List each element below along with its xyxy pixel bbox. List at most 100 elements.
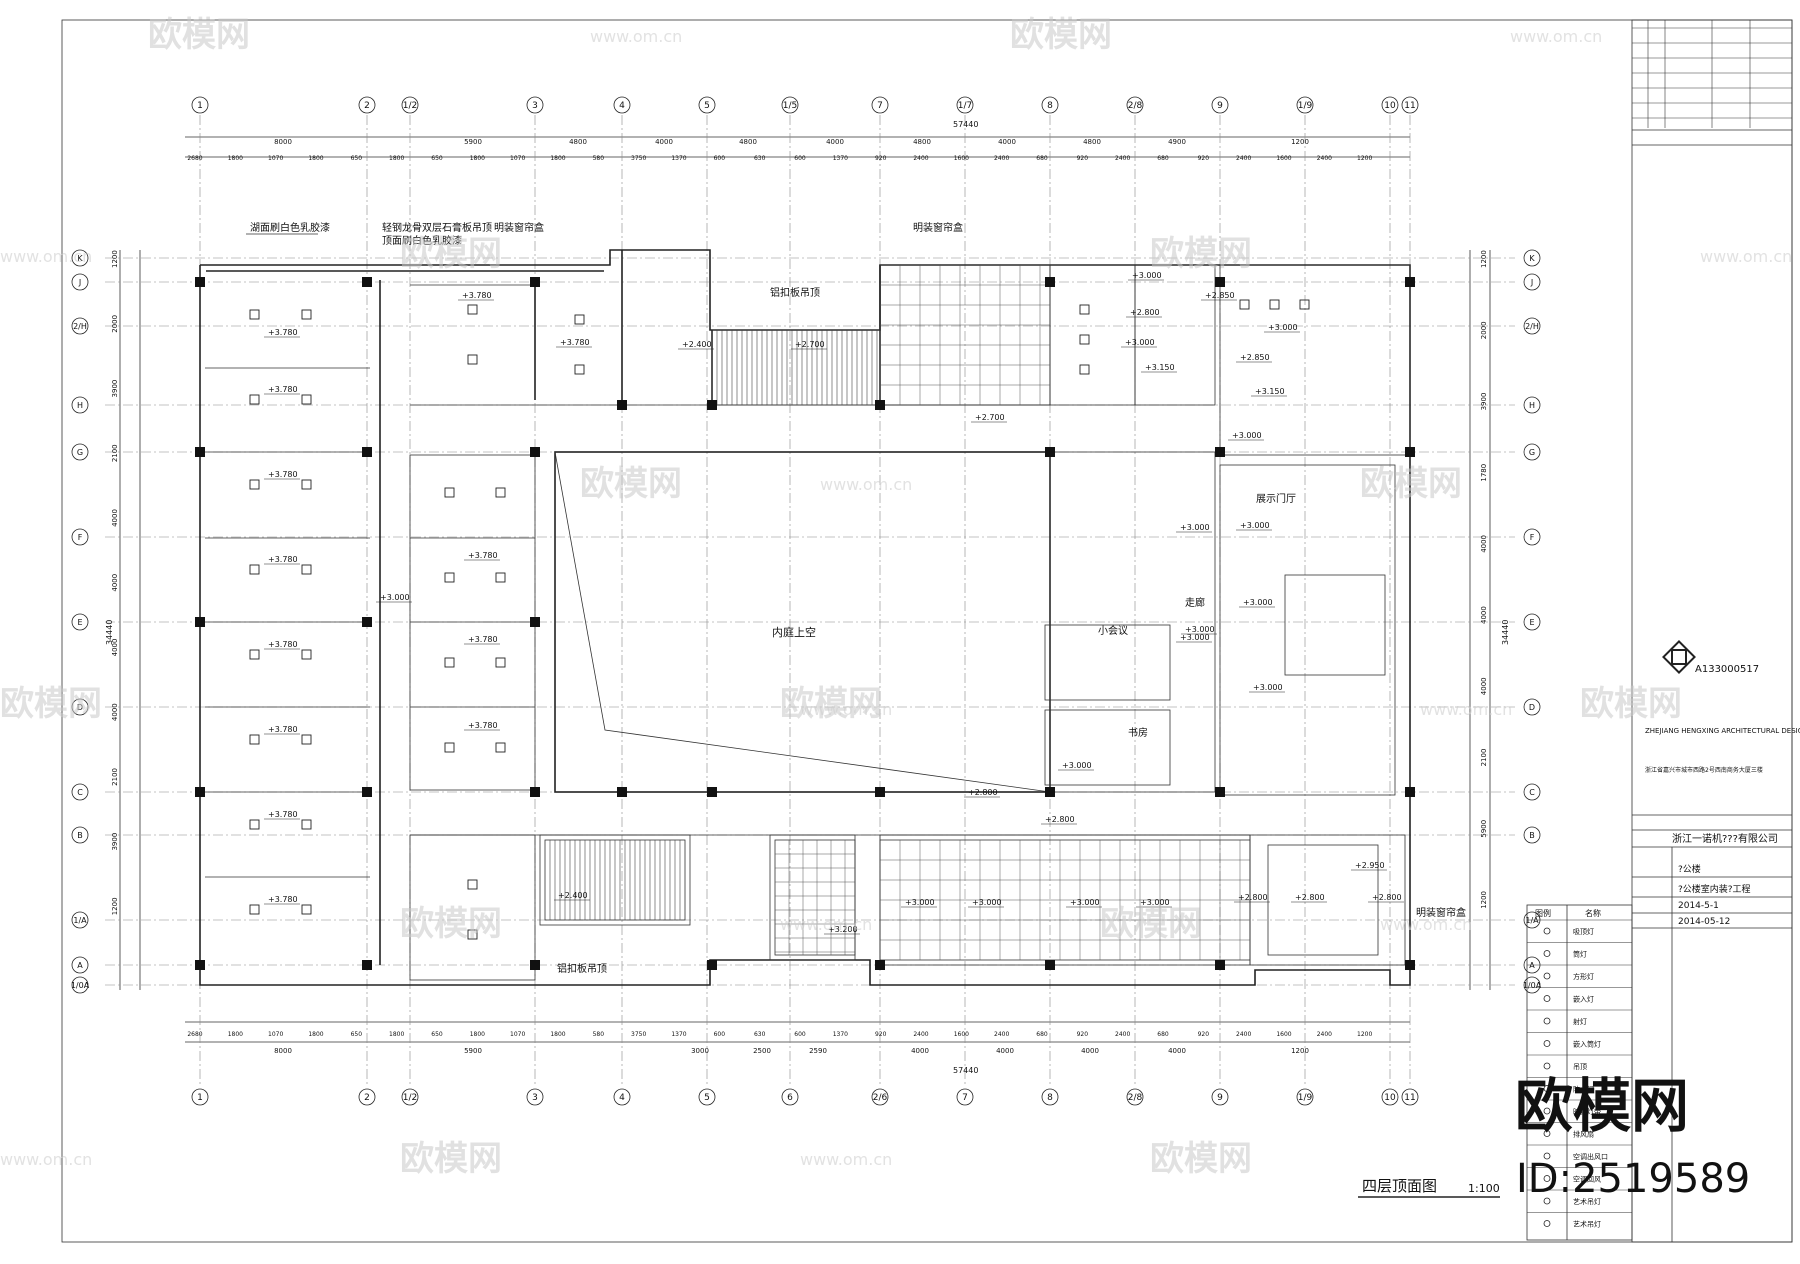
cert-number: A133000517 <box>1695 664 1759 675</box>
hatch-area <box>711 329 881 406</box>
dim-bottom-minor: 1070 <box>510 1031 525 1038</box>
legend-symbol <box>1543 1107 1551 1115</box>
dim-bottom-minor: 3750 <box>631 1031 646 1038</box>
downlight <box>574 364 585 375</box>
legend-item-label: 空调回风 <box>1573 1175 1601 1184</box>
dim-bottom-minor: 1800 <box>389 1031 404 1038</box>
row-label: 1/0A <box>1523 981 1542 990</box>
dim-top-minor: 1070 <box>268 155 283 162</box>
legend-symbol <box>1543 1197 1551 1205</box>
downlight <box>249 734 260 745</box>
column-bubble <box>1296 96 1314 114</box>
dim-top-major: 8000 <box>274 138 292 146</box>
legend-item-label: 暗藏灯带 <box>1573 1107 1601 1116</box>
dim-top-minor: 650 <box>431 155 443 162</box>
structural-column <box>530 787 540 797</box>
row-bubble <box>1523 249 1541 267</box>
legend-symbol <box>1543 1130 1551 1137</box>
downlight <box>249 649 260 660</box>
watermark-url: www.om.cn <box>800 700 892 719</box>
column-bubble <box>358 1088 376 1106</box>
downlight <box>467 879 478 890</box>
dim-top-minor: 1800 <box>228 155 243 162</box>
watermark-url: www.om.cn <box>1510 27 1602 46</box>
dim-top-minor: 1370 <box>833 155 848 162</box>
hatch-area <box>879 264 1051 406</box>
row-bubble <box>71 956 89 974</box>
dim-bottom-minor: 2680 <box>187 1031 202 1038</box>
watermark-text: 欧模网 <box>1360 464 1462 504</box>
legend-item-label: 艺术吊灯 <box>1573 1197 1601 1206</box>
dim-left: 2000 <box>111 315 119 333</box>
column-label: 10 <box>1384 1093 1396 1103</box>
watermark-id: ID:2519589 <box>1516 1156 1750 1202</box>
dim-bottom-major: 8000 <box>274 1047 292 1055</box>
dim-right: 4000 <box>1480 606 1488 624</box>
row-label: 1/0A <box>71 981 90 990</box>
elevation-label: +3.000 <box>1243 598 1273 607</box>
dim-bottom-minor: 1070 <box>268 1031 283 1038</box>
dim-top-minor: 920 <box>875 155 887 162</box>
annot-exhibition-hall: 展示门厅 <box>1256 492 1296 505</box>
downlight <box>467 354 478 365</box>
structural-column <box>1045 277 1055 287</box>
watermark-url: www.om.cn <box>0 247 92 266</box>
elevation-label: +2.800 <box>1130 308 1160 317</box>
watermarks: 欧模网欧模网欧模网欧模网欧模网欧模网欧模网欧模网欧模网欧模网欧模网欧模网欧模网w… <box>0 15 1792 1179</box>
annot-gypsum-double: 轻钢龙骨双层石膏板吊顶 <box>382 221 492 234</box>
downlight <box>1079 364 1090 375</box>
dim-top-minor: 920 <box>1077 155 1089 162</box>
annot-ceiling-paint: 湖面刷白色乳胶漆 <box>250 221 330 234</box>
downlight <box>444 572 455 583</box>
row-label: C <box>1529 788 1535 797</box>
column-bubble <box>1381 1088 1399 1106</box>
elevation-label: +2.700 <box>795 340 825 349</box>
elevation-label: +2.950 <box>1355 861 1385 870</box>
row-label: A <box>77 961 83 970</box>
annot-aluminum-ceiling-2: 铝扣板吊顶 <box>557 962 607 975</box>
total-height-dim-right: 34440 <box>1501 620 1510 645</box>
row-bubble <box>1523 396 1541 414</box>
watermark-url: www.om.cn <box>1380 915 1472 934</box>
legend-item-label: 吸顶灯 <box>1573 927 1594 936</box>
structural-column <box>617 787 627 797</box>
dim-top-minor: 630 <box>754 155 766 162</box>
structural-column <box>1405 277 1415 287</box>
downlight <box>444 742 455 753</box>
watermark-url: www.om.cn <box>780 915 872 934</box>
elevation-label: +3.780 <box>462 291 492 300</box>
annot-gypsum-paint: 顶面刷白色乳胶漆 <box>382 234 462 247</box>
dim-top-major: 4900 <box>1168 138 1186 146</box>
row-bubble <box>1523 698 1541 716</box>
legend-item-label: 嵌入筒灯 <box>1573 1040 1601 1049</box>
dim-top-minor: 920 <box>1198 155 1210 162</box>
elevation-label: +3.780 <box>268 385 298 394</box>
legend-item-label: 艺术吊灯 <box>1573 1220 1601 1229</box>
dim-left: 1200 <box>111 897 119 915</box>
column-bubble <box>401 1088 419 1106</box>
downlight <box>495 572 506 583</box>
column-label: 8 <box>1047 101 1053 111</box>
dim-right: 4000 <box>1480 677 1488 695</box>
column-bubble <box>781 96 799 114</box>
elevation-marks: +3.780+3.780+3.780+3.780+3.780+3.780+3.7… <box>264 271 1404 935</box>
elevation-label: +2.850 <box>1240 353 1270 362</box>
dim-bottom-minor: 2400 <box>1317 1031 1332 1038</box>
column-bubble <box>191 1088 209 1106</box>
legend-item-label: 嵌入灯 <box>1573 995 1594 1004</box>
dim-left: 4000 <box>111 703 119 721</box>
annot-corridor: 走廊 <box>1185 596 1205 609</box>
legend-symbol <box>1543 1040 1551 1047</box>
dim-top-major: 4800 <box>739 138 757 146</box>
downlight <box>301 819 312 830</box>
dim-bottom-minor: 1800 <box>228 1031 243 1038</box>
dim-top-minor: 3750 <box>631 155 646 162</box>
elevation-label: +3.000 <box>1062 761 1092 770</box>
legend-item-label: 射灯 <box>1573 1017 1587 1026</box>
dim-bottom-minor: 1800 <box>470 1031 485 1038</box>
downlight <box>249 309 260 320</box>
structural-column <box>362 787 372 797</box>
